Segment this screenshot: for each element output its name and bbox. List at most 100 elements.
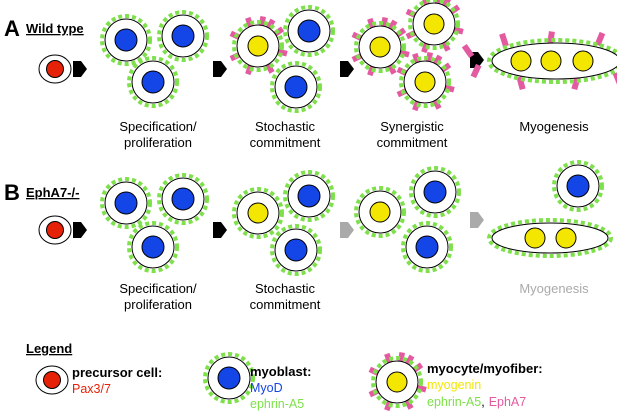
ephrin-a5-coat: [283, 5, 335, 57]
panel-b-title: EphA7-/-: [26, 185, 79, 200]
myoblast-cell: [157, 173, 209, 225]
panel-a-stoch-line1: Stochastic: [255, 119, 315, 134]
ephrin-a5-coat: [354, 186, 406, 238]
myogenin-nucleus: [510, 50, 532, 72]
ephrin-a5-coat: [127, 221, 179, 273]
epha7-receptor: [499, 32, 509, 48]
legend-title: Legend: [26, 341, 72, 356]
panel-b-spec-line2: proliferation: [124, 297, 192, 312]
ephrin-a5-coat: [203, 352, 255, 404]
panel-a-spec-line1: Specification/: [119, 119, 197, 134]
ephrin-a5-coat: [371, 356, 423, 408]
panel-a-myogenesis: Myogenesis: [519, 119, 589, 134]
pax-nucleus: [46, 60, 64, 78]
pax-nucleus: [46, 221, 64, 239]
myod-nucleus: [415, 235, 439, 259]
myoblast-cell: [283, 170, 335, 222]
myod-nucleus: [284, 75, 308, 99]
progression-arrow: [340, 222, 354, 238]
myocyte-cell: [405, 0, 464, 54]
myoblast-cell: [409, 166, 461, 218]
progression-arrow: [73, 61, 87, 77]
epha7-receptor: [245, 16, 254, 29]
ephrin-a5-coat: [157, 10, 209, 62]
panel-a-syn-line1: Synergistic: [380, 119, 444, 134]
myofiber: [461, 31, 617, 91]
ephrin-a5-coat: [354, 21, 406, 73]
precursor-cell: [38, 215, 72, 245]
progression-arrow: [213, 222, 227, 238]
legend-precursor-marker: Pax3/7: [72, 382, 111, 396]
myoblast-cell: [157, 10, 209, 62]
ephrin-a5-coat: [100, 177, 152, 229]
ephrin-a5-coat: [409, 166, 461, 218]
panel-b-letter: B: [4, 180, 20, 205]
epha7-receptor: [516, 75, 526, 91]
myogenin-nucleus: [572, 50, 594, 72]
myod-nucleus: [141, 70, 165, 94]
ephrin-a5-coat: [401, 221, 453, 273]
panel-a-title: Wild type: [26, 21, 84, 36]
progression-arrow: [340, 61, 354, 77]
myocyte-cell: [229, 15, 288, 76]
ephrin-a5-coat: [487, 218, 613, 258]
ephrin-a5-coat: [157, 173, 209, 225]
legend-myocyte-marker3: EphA7: [489, 395, 527, 409]
myocyte-cell: [368, 351, 427, 412]
ephrin-a5-coat: [270, 61, 322, 113]
myoblast-cell: [552, 160, 604, 212]
myofiber-membrane: [491, 222, 609, 254]
myod-nucleus: [171, 187, 195, 211]
ephrin-a5-coat: [127, 56, 179, 108]
myogenin-nucleus: [524, 227, 546, 249]
myoblast-cell: [100, 14, 152, 66]
epha7-receptor: [367, 17, 376, 30]
ephrin-a5-coat: [408, 0, 460, 50]
myod-nucleus: [114, 191, 138, 215]
precursor-cell: [35, 365, 69, 395]
myoblast-cell: [203, 352, 255, 404]
progression-arrow: [470, 212, 484, 228]
myod-nucleus: [284, 238, 308, 262]
myod-nucleus: [217, 366, 241, 390]
myogenin-nucleus: [369, 201, 391, 223]
panel-b-myogenesis: Myogenesis: [519, 281, 589, 296]
ephrin-a5-coat: [283, 170, 335, 222]
ephrin-a5-coat: [399, 56, 451, 108]
myod-nucleus: [297, 184, 321, 208]
progression-arrow: [213, 61, 227, 77]
myocyte-cell: [354, 186, 406, 238]
epha7-receptor: [412, 52, 421, 65]
progression-arrow: [470, 52, 484, 68]
legend-myocyte-marker2: ephrin-A5: [427, 395, 481, 409]
myoblast-cell: [401, 221, 453, 273]
panel-a-syn-line2: commitment: [377, 135, 448, 150]
panel-a-letter: A: [4, 16, 20, 41]
ephrin-a5-coat: [232, 187, 284, 239]
myoblast-cell: [270, 224, 322, 276]
panel-b-stoch-line2: commitment: [250, 297, 321, 312]
epha7-receptor: [612, 71, 617, 87]
myod-nucleus: [297, 19, 321, 43]
myogenin-nucleus: [247, 35, 269, 57]
legend-myocyte-marker-line: ephrin-A5, EphA7: [427, 395, 526, 409]
pax-nucleus: [43, 371, 61, 389]
legend-myocyte-marker1: myogenin: [427, 378, 481, 392]
myoblast-cell: [283, 5, 335, 57]
myoblast-cell: [270, 61, 322, 113]
myoblast-cell: [127, 221, 179, 273]
legend-myoblast-title: myoblast:: [250, 364, 311, 379]
myogenin-nucleus: [414, 71, 436, 93]
myogenin-nucleus: [423, 13, 445, 35]
myocyte-cell: [232, 187, 284, 239]
panel-a-stoch-line2: commitment: [250, 135, 321, 150]
legend-myocyte-sep: ,: [481, 395, 484, 409]
myod-nucleus: [114, 28, 138, 52]
ephrin-a5-coat: [552, 160, 604, 212]
epha7-receptor: [384, 352, 393, 365]
precursor-cell: [38, 54, 72, 84]
legend-precursor-title: precursor cell:: [72, 365, 162, 380]
myogenin-nucleus: [540, 50, 562, 72]
epha7-receptor: [461, 43, 475, 59]
